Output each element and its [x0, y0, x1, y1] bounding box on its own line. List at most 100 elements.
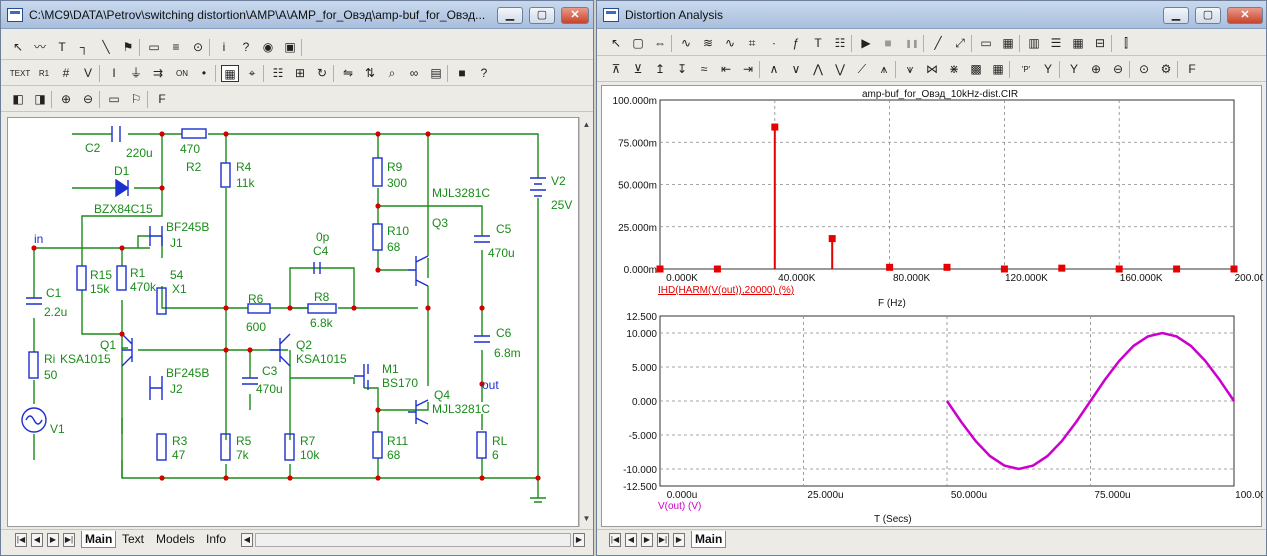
frame-icon[interactable]: ▭: [980, 36, 992, 50]
node-voltage-icon[interactable]: V: [83, 66, 92, 80]
f-icon[interactable]: F: [158, 92, 166, 106]
tab-main[interactable]: Main: [81, 531, 117, 548]
ya-icon[interactable]: Y: [1043, 62, 1052, 76]
zoom-in-icon[interactable]: ⊕: [1090, 62, 1102, 76]
help-icon[interactable]: ?: [242, 40, 250, 54]
minimize-button[interactable]: ▁: [497, 7, 523, 24]
yb-icon[interactable]: Y: [1069, 62, 1078, 76]
first-page-icon[interactable]: |◀: [609, 533, 621, 547]
zoom-in-icon[interactable]: ⊕: [60, 92, 72, 106]
p-icon[interactable]: 'P': [1021, 65, 1031, 74]
group-icon[interactable]: ◧: [12, 92, 24, 106]
hscroll-left-icon[interactable]: ◀: [241, 533, 253, 547]
ungroup-icon[interactable]: ◨: [34, 92, 46, 106]
dense-grid-icon[interactable]: ▥: [1028, 36, 1040, 50]
tab-main[interactable]: Main: [691, 531, 727, 548]
align-icon[interactable]: ⊞: [294, 66, 306, 80]
prev-page-icon[interactable]: ◀: [31, 533, 43, 547]
node-current-icon[interactable]: I: [112, 66, 116, 80]
stop-icon[interactable]: ■: [884, 36, 892, 50]
diagonal-icon[interactable]: ⤢: [955, 36, 965, 50]
table-icon[interactable]: ▦: [992, 62, 1004, 76]
point-icon[interactable]: ∙: [772, 36, 776, 50]
tab-text[interactable]: Text: [122, 532, 145, 546]
scroll-up-icon[interactable]: ▲: [582, 120, 591, 129]
capture-icon[interactable]: ◉: [262, 40, 274, 54]
cursor-icon[interactable]: ⌖: [248, 66, 256, 80]
text-icon[interactable]: T: [814, 36, 822, 50]
info-panel-icon[interactable]: ▤: [430, 66, 442, 80]
cursor-left-icon[interactable]: ⇤: [720, 62, 732, 76]
wire-icon[interactable]: 〰: [33, 40, 46, 54]
diagonal-wire-icon[interactable]: ╲: [102, 40, 110, 54]
tag-icon[interactable]: ⌗: [748, 36, 756, 50]
hscroll-right-icon[interactable]: ▶: [573, 533, 585, 547]
stop-icon[interactable]: ■: [458, 66, 466, 80]
power-icon[interactable]: ⏚: [129, 66, 142, 80]
trace-icon[interactable]: ∿: [680, 36, 692, 50]
help-circle-icon[interactable]: ?: [480, 66, 488, 80]
envelope-icon[interactable]: ≋: [702, 36, 714, 50]
maximize-button[interactable]: ▢: [529, 7, 555, 24]
wave-icon[interactable]: ∿: [724, 36, 736, 50]
global-icon[interactable]: ⋈: [926, 62, 938, 76]
scroll-down-icon[interactable]: ▼: [582, 514, 591, 523]
mirror-icon[interactable]: ⇅: [364, 66, 376, 80]
on-icon[interactable]: ON: [176, 69, 188, 78]
min-icon[interactable]: ⩛: [906, 62, 914, 76]
maximize-button[interactable]: ▢: [1195, 7, 1221, 24]
cursor-low-icon[interactable]: ↧: [676, 62, 688, 76]
extra-page-icon[interactable]: ▶: [673, 533, 685, 547]
lines-icon[interactable]: ☰: [1050, 36, 1062, 50]
last-page-icon[interactable]: ▶|: [657, 533, 669, 547]
minimize-button[interactable]: ▁: [1163, 7, 1189, 24]
tab-models[interactable]: Models: [156, 532, 195, 546]
cursor-inflection-icon[interactable]: ≈: [700, 62, 708, 76]
pin-icon[interactable]: ⊙: [192, 40, 204, 54]
grid-icon[interactable]: ▦: [1002, 36, 1014, 50]
node-numbers-icon[interactable]: #: [62, 66, 70, 80]
flip-icon[interactable]: ⇋: [342, 66, 354, 80]
text-tool-icon[interactable]: T: [58, 40, 66, 54]
schematic-canvas[interactable]: C2 220u 470 R2 D1 BZX84C15 R4 11k R9 300…: [7, 117, 579, 527]
fx-icon[interactable]: ƒ: [792, 36, 800, 50]
zoom-out-icon[interactable]: ⊖: [1112, 62, 1124, 76]
grid-icon[interactable]: ▦: [221, 65, 239, 82]
next-page-icon[interactable]: ▶: [641, 533, 653, 547]
region-select-icon[interactable]: ▢: [632, 36, 644, 50]
tab-info[interactable]: Info: [206, 532, 227, 546]
f-icon[interactable]: F: [1188, 62, 1196, 76]
arrow-select-icon[interactable]: ↖: [12, 40, 24, 54]
close-button[interactable]: ✕: [1227, 7, 1263, 24]
color-icon[interactable]: ▩: [970, 62, 982, 76]
info-icon[interactable]: i: [222, 40, 226, 54]
flag-icon[interactable]: ⚑: [122, 40, 134, 54]
arrow-icon[interactable]: ↖: [610, 36, 622, 50]
cursor-valley-icon[interactable]: ⊻: [633, 62, 643, 76]
valley-icon[interactable]: ∨: [791, 62, 801, 76]
high-icon[interactable]: ⋀: [813, 62, 823, 76]
first-page-icon[interactable]: |◀: [15, 533, 27, 547]
scale-icon[interactable]: ⇔: [654, 36, 666, 50]
pause-icon[interactable]: ❚❚: [905, 39, 919, 48]
next-page-icon[interactable]: ▶: [47, 533, 59, 547]
peak-icon[interactable]: ∧: [769, 62, 779, 76]
line-icon[interactable]: ╱: [934, 36, 942, 50]
last-page-icon[interactable]: ▶|: [63, 533, 75, 547]
grid-text-icon[interactable]: ≡: [172, 40, 180, 54]
schematic-hscrollbar[interactable]: [255, 533, 571, 547]
cursor-high-icon[interactable]: ↥: [654, 62, 666, 76]
split-icon[interactable]: ⫿: [1124, 36, 1128, 50]
axis-icon[interactable]: ⊟: [1094, 36, 1106, 50]
flag-small-icon[interactable]: ⚐: [130, 92, 142, 106]
properties-icon[interactable]: ☷: [272, 66, 284, 80]
attribute-text-icon[interactable]: R1: [38, 69, 50, 78]
binoculars-icon[interactable]: ∞: [409, 66, 419, 80]
cursor-peak-icon[interactable]: ⊼: [611, 62, 621, 76]
zoom-out-icon[interactable]: ⊖: [82, 92, 94, 106]
cursor-right-icon[interactable]: ⇥: [742, 62, 754, 76]
schematic-vscrollbar[interactable]: ▲ ▼: [579, 117, 593, 527]
settings-icon[interactable]: ⚙: [1160, 62, 1172, 76]
properties-icon[interactable]: ☷: [834, 36, 846, 50]
